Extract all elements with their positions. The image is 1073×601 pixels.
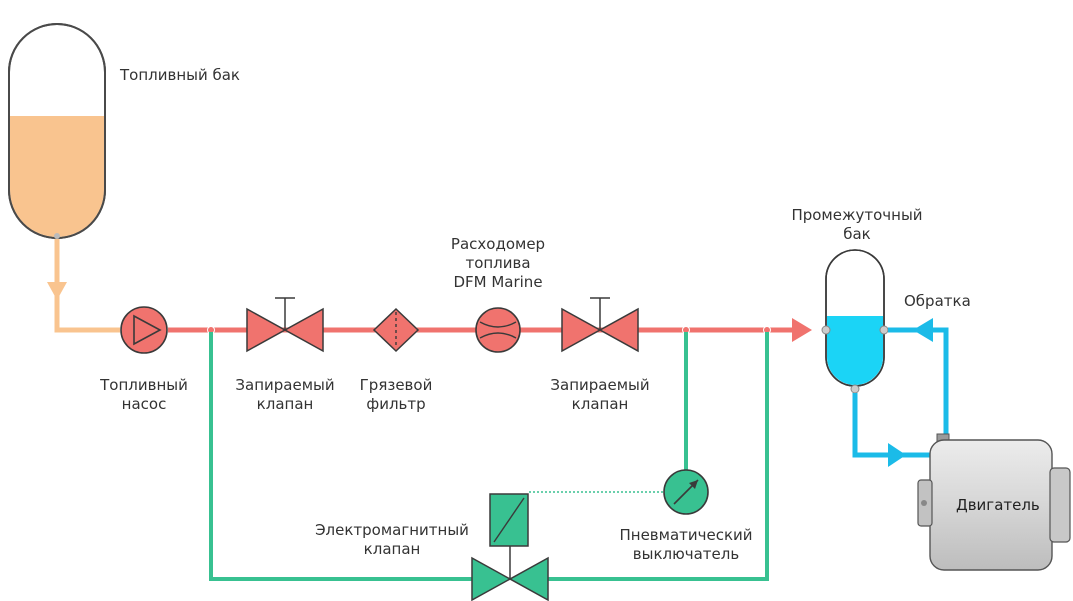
flow-arrow-return	[913, 318, 933, 342]
pneumatic-switch-label: Пневматический выключатель	[619, 526, 752, 564]
pump-label-line-2: насос	[121, 395, 167, 413]
flow-arrow-to-engine	[888, 443, 906, 467]
solenoid-valve-label-line-2: клапан	[363, 540, 421, 558]
engine-label: Двигатель	[956, 496, 1040, 514]
solenoid-valve-label-line-1: Электромагнитный	[315, 521, 469, 539]
pneumatic-switch	[663, 469, 709, 515]
pump-label: Топливный насос	[100, 376, 188, 414]
flow-arrow-down	[47, 282, 67, 300]
fuel-pump	[120, 306, 168, 354]
shutoff-valve-1-label-line-1: Запираемый	[235, 376, 335, 394]
return-label: Обратка	[904, 292, 971, 310]
return-line	[852, 318, 949, 467]
mud-filter	[372, 307, 420, 353]
shutoff-valve-2-label-line-2: клапан	[571, 395, 629, 413]
shutoff-valve-1	[246, 297, 324, 353]
flowmeter-label-line-3: DFM Marine	[453, 273, 543, 291]
pump-label-line-1: Топливный	[100, 376, 188, 394]
mud-filter-label-line-2: фильтр	[366, 395, 426, 413]
shutoff-valve-2-label-line-1: Запираемый	[550, 376, 650, 394]
flowmeter-label-line-2: топлива	[465, 254, 531, 272]
fuel-tank-label: Топливный бак	[120, 66, 240, 84]
shutoff-valve-2	[561, 297, 639, 353]
flowmeter-label: Расходомер топлива DFM Marine	[451, 235, 545, 292]
tank-outlet-line	[47, 239, 120, 333]
pneumatic-switch-label-line-2: выключатель	[632, 545, 740, 563]
shutoff-valve-2-label: Запираемый клапан	[550, 376, 649, 414]
shutoff-valve-1-label-line-2: клапан	[256, 395, 314, 413]
bypass-line	[209, 332, 769, 581]
intermediate-tank-label-line-2: бак	[843, 225, 871, 243]
pneumatic-switch-label-line-1: Пневматический	[619, 526, 753, 544]
intermediate-tank-label: Промежуточный бак	[791, 206, 922, 244]
engine	[917, 433, 1071, 571]
flowmeter-label-line-1: Расходомер	[450, 235, 546, 253]
mud-filter-label: Грязевой фильтр	[360, 376, 433, 414]
mud-filter-label-line-1: Грязевой	[359, 376, 433, 394]
flowmeter	[475, 307, 521, 353]
intermediate-tank-label-line-1: Промежуточный	[791, 206, 923, 224]
fuel-tank	[8, 23, 106, 239]
solenoid-valve-label: Электромагнитный клапан	[315, 521, 469, 559]
flow-arrow-right	[792, 318, 812, 342]
shutoff-valve-1-label: Запираемый клапан	[235, 376, 334, 414]
intermediate-tank	[821, 249, 889, 394]
solenoid-valve	[471, 493, 549, 601]
